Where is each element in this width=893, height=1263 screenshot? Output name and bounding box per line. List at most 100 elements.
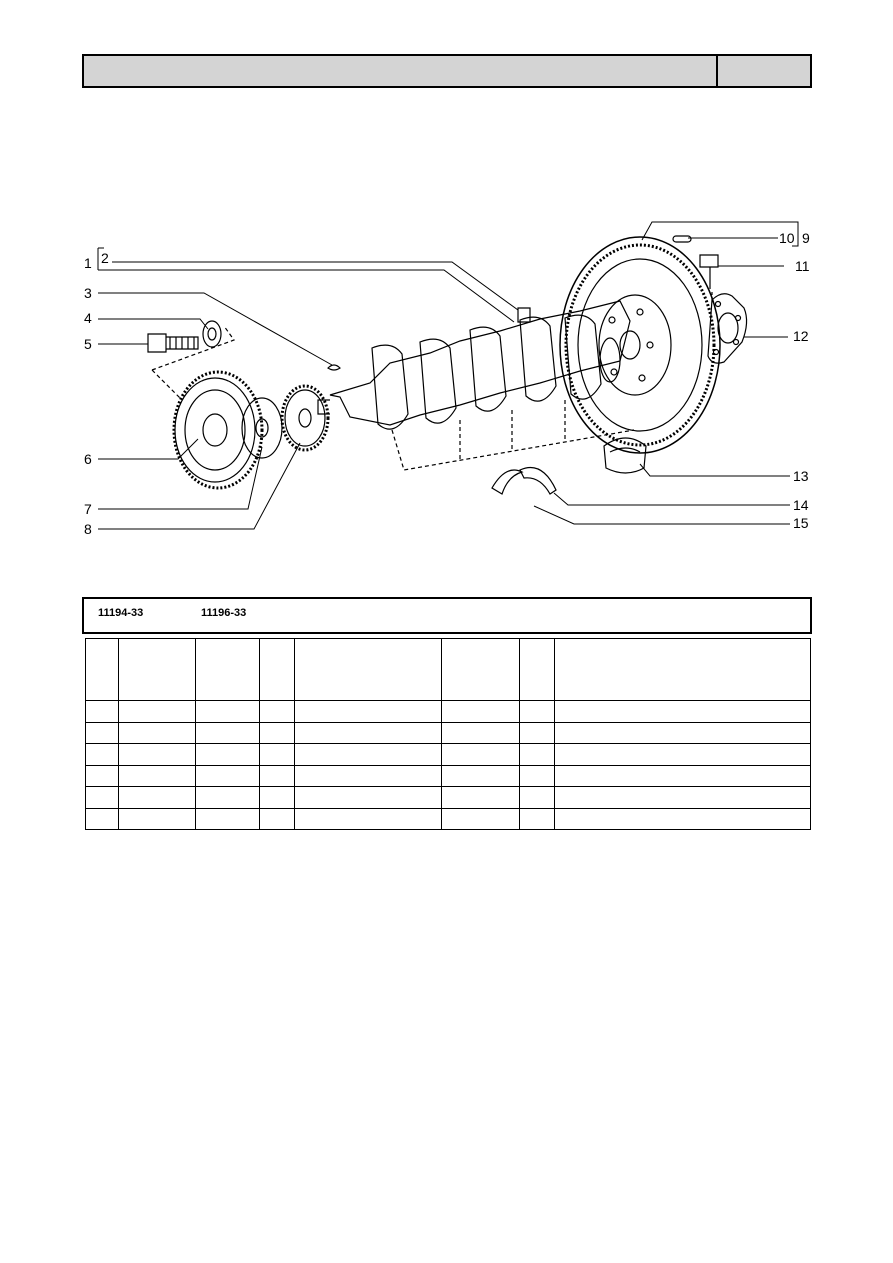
table-cell	[554, 807, 811, 830]
table-cell	[294, 807, 442, 830]
table-cell	[259, 700, 295, 723]
table-cell	[85, 764, 119, 787]
table-row	[85, 743, 811, 766]
table-cell	[259, 786, 295, 809]
leader-14	[553, 492, 790, 506]
table-cell	[554, 721, 811, 744]
table-cell	[294, 786, 442, 809]
dowel-pin	[672, 235, 692, 243]
table-cell	[85, 700, 119, 723]
table-cell	[118, 764, 196, 787]
callout-13: 13	[793, 468, 809, 484]
table-cell	[441, 786, 520, 809]
callout-1: 1	[84, 255, 92, 271]
table-cell	[294, 764, 442, 787]
table-cell	[195, 764, 260, 787]
column-header	[441, 638, 520, 701]
table-cell	[195, 807, 260, 830]
callout-12: 12	[793, 328, 809, 344]
table-cell	[118, 807, 196, 830]
model-code-2: 11196-33	[201, 607, 247, 619]
thrust-half-rings	[491, 466, 557, 495]
column-header	[85, 638, 119, 701]
table-cell	[554, 786, 811, 809]
table-cell	[259, 764, 295, 787]
table-cell	[519, 807, 555, 830]
leader-2	[112, 261, 519, 311]
plug-nut	[517, 307, 531, 323]
leader-9-10	[792, 221, 799, 247]
model-code-1: 11194-33	[98, 607, 144, 619]
table-cell	[85, 721, 119, 744]
table-cell	[294, 721, 442, 744]
table-cell	[85, 807, 119, 830]
leader-8	[98, 442, 301, 530]
table-cell	[519, 721, 555, 744]
header-bar	[82, 54, 812, 88]
table-row	[85, 807, 811, 830]
leader-7	[98, 446, 263, 510]
table-cell	[118, 743, 196, 766]
callout-11: 11	[795, 258, 810, 274]
leader-13	[639, 463, 790, 477]
column-header	[519, 638, 555, 701]
table-cell	[294, 743, 442, 766]
table-cell	[441, 700, 520, 723]
leader-3	[98, 292, 333, 366]
table-cell	[259, 807, 295, 830]
table-cell	[259, 743, 295, 766]
table-cell	[118, 721, 196, 744]
column-header	[195, 638, 260, 701]
callout-4: 4	[84, 310, 92, 326]
table-cell	[441, 743, 520, 766]
table-cell	[195, 786, 260, 809]
leader-9	[641, 221, 792, 241]
timing-gear	[280, 384, 330, 452]
column-header	[259, 638, 295, 701]
callout-7: 7	[84, 501, 92, 517]
leader-4	[98, 318, 209, 330]
column-header	[554, 638, 811, 701]
table-cell	[259, 721, 295, 744]
table-row	[85, 721, 811, 744]
table-cell	[519, 786, 555, 809]
column-header	[118, 638, 196, 701]
callout-9: 9	[802, 230, 810, 246]
header-divider	[716, 56, 718, 86]
leader-1-2	[97, 247, 104, 271]
table-cell	[554, 764, 811, 787]
callout-5: 5	[84, 336, 92, 352]
table-cell	[195, 700, 260, 723]
table-cell	[519, 743, 555, 766]
table-cell	[441, 764, 520, 787]
bolt-washer	[202, 320, 222, 348]
flywheel-bolt	[699, 254, 719, 302]
callout-10: 10	[779, 230, 795, 246]
flywheel-washer-plate	[707, 293, 748, 364]
table-cell	[441, 721, 520, 744]
callout-15: 15	[793, 515, 809, 531]
callout-6: 6	[84, 451, 92, 467]
table-cell	[85, 786, 119, 809]
table-cell	[195, 743, 260, 766]
table-cell	[519, 700, 555, 723]
crankshaft	[317, 300, 631, 430]
table-row	[85, 786, 811, 809]
parts-table	[85, 638, 811, 830]
table-cell	[441, 807, 520, 830]
table-cell	[554, 743, 811, 766]
leader-1	[104, 269, 515, 323]
main-bearing-shell	[603, 437, 647, 474]
pulley-bolt	[147, 333, 199, 353]
leader-15	[533, 505, 790, 525]
table-cell	[554, 700, 811, 723]
callout-2: 2	[101, 250, 109, 266]
crankshaft-exploded-diagram: 1 2 3 4 5 6 7 8 9 10 11 12 13 14 15	[84, 221, 810, 537]
flywheel	[559, 236, 721, 454]
table-cell	[519, 764, 555, 787]
table-cell	[294, 700, 442, 723]
woodruff-key	[327, 364, 341, 371]
table-cell	[118, 700, 196, 723]
table-cell	[85, 743, 119, 766]
callout-8: 8	[84, 521, 92, 537]
